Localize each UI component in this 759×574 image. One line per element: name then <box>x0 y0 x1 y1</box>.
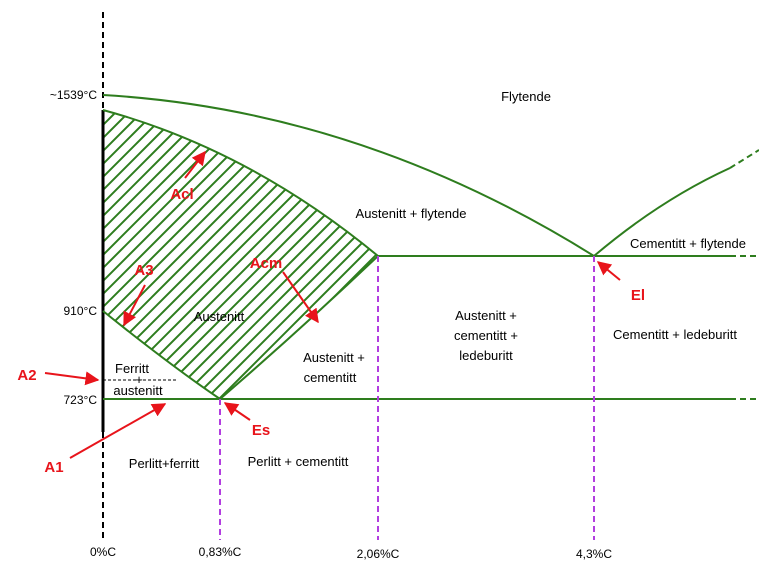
region-aus-cem-led-line3: ledeburitt <box>459 348 513 363</box>
comp-label-43: 4,3%C <box>576 547 612 561</box>
composition-dividers <box>219 256 595 540</box>
liquidus-line <box>102 94 595 257</box>
arrow-acl <box>184 150 206 179</box>
arrow-es <box>223 402 251 421</box>
hatch-line <box>103 110 151 399</box>
annotation-es: Es <box>252 422 270 439</box>
hatch-line <box>103 110 378 399</box>
region-perlitt-ferritt: Perlitt+ferritt <box>129 456 200 471</box>
region-austenitt-cementitt-line1: Austenitt + <box>303 350 365 365</box>
region-ferritt-plus: + <box>135 372 143 387</box>
hatch-line <box>103 110 164 399</box>
liquidus-right-dashed <box>729 149 759 169</box>
region-ferritt-line2: austenitt <box>113 383 163 398</box>
arrow-acm <box>282 271 319 324</box>
hatch-line <box>103 110 378 399</box>
annotation-acl: Acl <box>170 186 193 203</box>
hatch-line <box>103 110 242 399</box>
region-perlitt-cementitt: Perlitt + cementitt <box>248 454 349 469</box>
liquidus-right-line <box>593 167 731 257</box>
annotation-arrows <box>44 150 621 459</box>
hatch-line <box>103 110 378 399</box>
annotation-a2: A2 <box>17 367 36 384</box>
region-austenitt-cementitt-line2: cementitt <box>304 370 357 385</box>
annotation-el: El <box>631 287 645 304</box>
region-flytende: Flytende <box>501 89 551 104</box>
hatch-line <box>103 110 378 399</box>
hatch-line <box>103 110 378 399</box>
hatch-line <box>103 110 378 399</box>
hatch-line <box>103 110 378 399</box>
hatch-line <box>103 110 372 399</box>
hatch-line <box>103 110 216 399</box>
region-aus-cem-led-line2: cementitt + <box>454 328 518 343</box>
temp-label-723: 723°C <box>64 393 98 407</box>
annotation-labels: Acl A3 Acm A2 A1 Es El <box>17 186 645 476</box>
hatch-line <box>110 110 378 399</box>
hatch-line <box>103 110 229 399</box>
region-aus-cem-led-line1: Austenitt + <box>455 308 517 323</box>
hatch-line <box>103 110 378 399</box>
arrow-a2 <box>44 371 100 386</box>
annotation-a3: A3 <box>134 262 153 279</box>
temp-label-1539: ~1539°C <box>50 88 98 102</box>
comp-label-083: 0,83%C <box>199 545 242 559</box>
arrow-a1 <box>69 403 167 459</box>
hatch-line <box>103 110 281 399</box>
hatch-line <box>103 110 378 399</box>
hatch-line <box>103 110 378 399</box>
hatch-line <box>103 110 378 399</box>
annotation-acm: Acm <box>250 255 283 272</box>
hatch-line <box>103 110 378 399</box>
hatch-line <box>103 110 378 399</box>
region-cementitt-flytende: Cementitt + flytende <box>630 236 746 251</box>
austenite-hatch <box>103 110 378 399</box>
a3-line <box>102 310 221 400</box>
hatch-line <box>103 110 378 399</box>
comp-label-206: 2,06%C <box>357 547 400 561</box>
hatch-line <box>103 110 359 399</box>
hatch-line <box>103 110 378 399</box>
solidus-line <box>102 109 379 257</box>
hatch-line <box>103 110 190 399</box>
annotation-a1: A1 <box>44 459 63 476</box>
region-austenitt-flytende: Austenitt + flytende <box>356 206 467 221</box>
hatch-line <box>103 110 378 399</box>
phase-lines <box>102 94 759 400</box>
hatch-line <box>103 110 378 399</box>
hatch-line <box>103 110 378 399</box>
temp-label-910: 910°C <box>64 304 98 318</box>
region-cementitt-ledeburitt: Cementitt + ledeburitt <box>613 327 737 342</box>
arrow-a3 <box>123 284 146 327</box>
acm-line <box>219 255 379 400</box>
comp-label-0: 0%C <box>90 545 116 559</box>
hatch-line <box>103 110 378 399</box>
region-austenitt: Austenitt <box>194 309 245 324</box>
arrow-el <box>596 261 621 281</box>
hatch-line <box>103 110 203 399</box>
region-ferritt-line1: Ferritt <box>115 361 149 376</box>
